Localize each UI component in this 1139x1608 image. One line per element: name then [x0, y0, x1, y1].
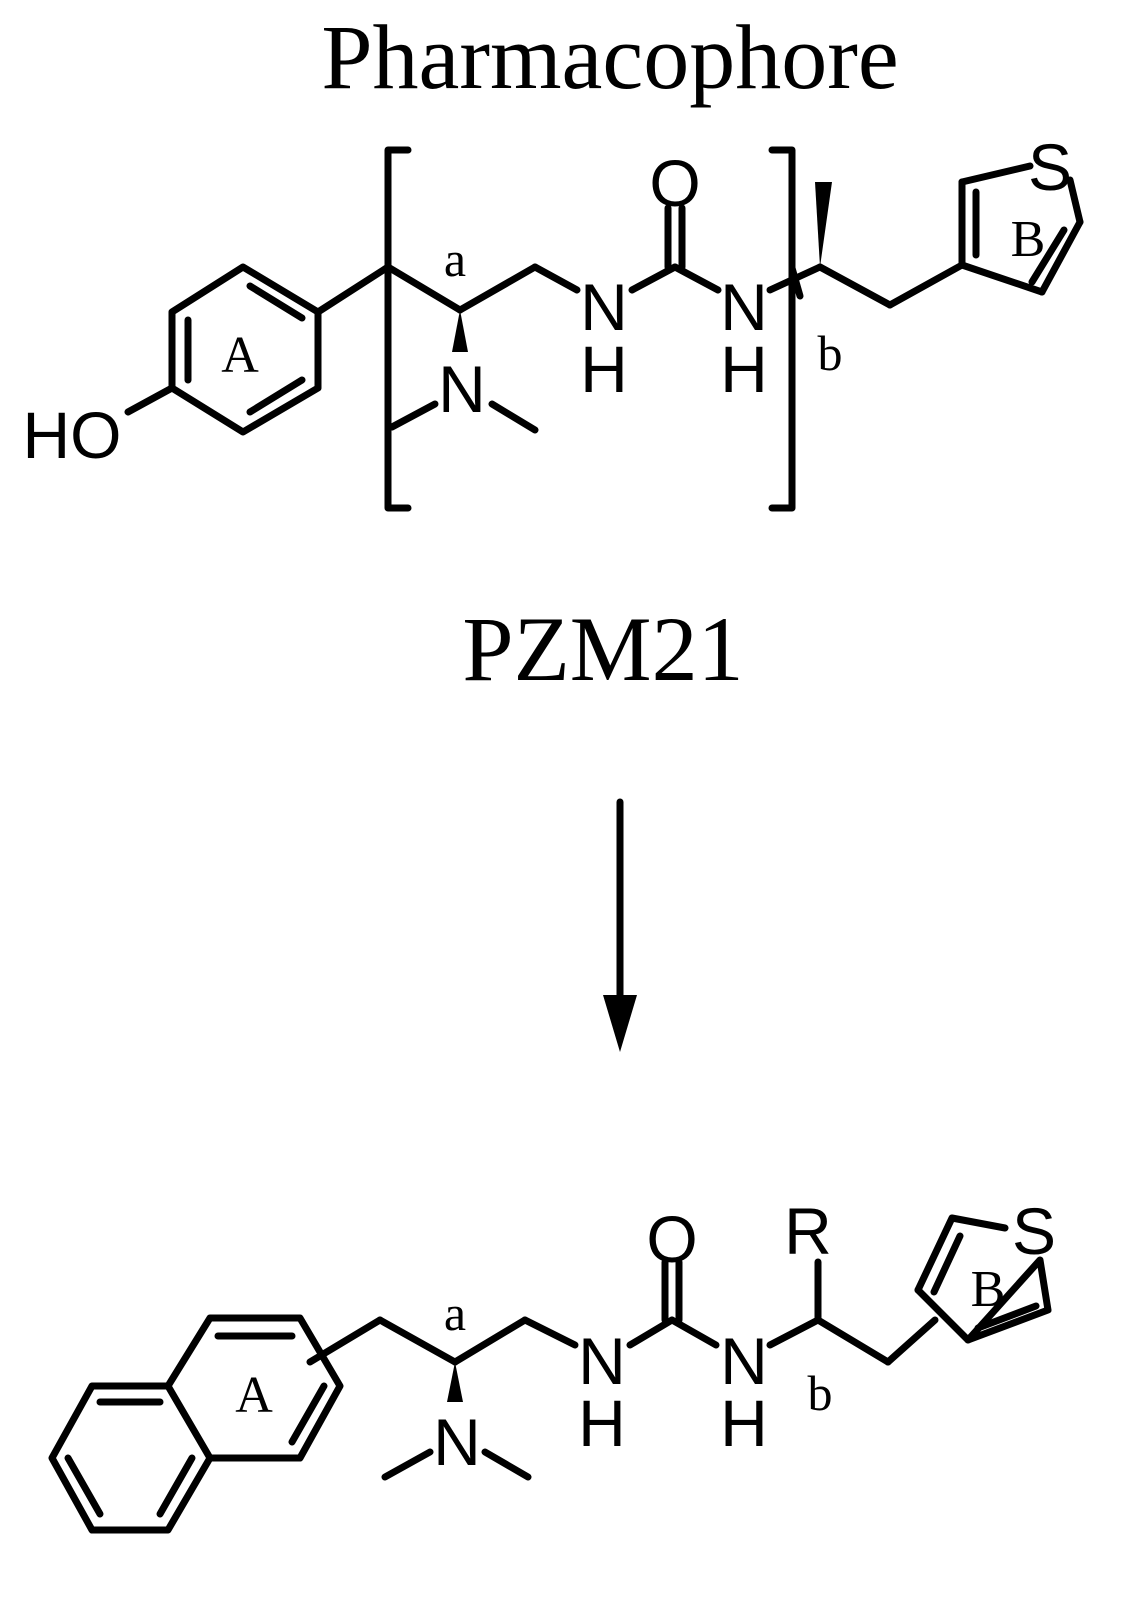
- ring-a-label-product: A: [235, 1367, 273, 1424]
- amide-n2-label-product: N: [720, 1324, 768, 1398]
- chain-bond-6: [886, 261, 966, 309]
- n-wedge: [452, 310, 468, 352]
- urea-bond-p2: [668, 1316, 720, 1349]
- carbonyl-o-label-product: O: [646, 1202, 697, 1276]
- amide-h1-label-product: H: [578, 1386, 626, 1460]
- n-wedge-product: [447, 1362, 463, 1402]
- n-methyl-2: [388, 400, 439, 431]
- n-methyl-p2: [481, 1448, 532, 1481]
- pzm21-structure: [124, 146, 1084, 512]
- locant-b-label: b: [818, 325, 843, 381]
- urea-bond-p1: [626, 1316, 676, 1349]
- amide-n1-label-product: N: [578, 1324, 626, 1398]
- product-structure: [48, 1214, 1052, 1534]
- chain-bond-p3: [451, 1316, 529, 1366]
- chain-bond-1: [384, 263, 464, 314]
- ring-b-bonds: [958, 162, 1084, 296]
- chain-bond-p2: [376, 1316, 459, 1366]
- amide-n2-label: N: [720, 270, 768, 344]
- n-methyl-1: [488, 400, 539, 434]
- left-bracket: [384, 146, 412, 512]
- locant-b-label-product: b: [808, 1365, 833, 1421]
- hydroxyl-label: HO: [23, 398, 122, 472]
- compound-name: PZM21: [462, 598, 743, 700]
- dimethylamino-n-label-product: N: [433, 1405, 481, 1479]
- oh-bond: [124, 384, 176, 416]
- chain-bond-p4: [521, 1316, 579, 1349]
- arrow-head: [603, 995, 637, 1052]
- chain-bond-p5: [766, 1316, 822, 1349]
- thiophene-s-label: S: [1028, 130, 1072, 204]
- chain-bond-5: [816, 263, 894, 309]
- locant-a-label: a: [444, 231, 466, 287]
- r-group-label: R: [784, 1194, 832, 1268]
- aryl-bond: [314, 263, 392, 316]
- chain-bond-p7: [884, 1316, 939, 1366]
- dimethylamino-n-label: N: [438, 352, 486, 426]
- amide-h2-label: H: [720, 332, 768, 406]
- ring-b-label: B: [1011, 211, 1046, 268]
- urea-bond-2: [671, 263, 722, 294]
- carbonyl-o-label: O: [649, 146, 700, 220]
- right-bracket: [768, 146, 796, 512]
- ring-b-label-product: B: [971, 1261, 1006, 1318]
- naphthalene-left-ring: [48, 1382, 214, 1534]
- chain-bond-2: [456, 263, 539, 314]
- urea-bond-1: [628, 263, 679, 294]
- chain-bond-p6: [814, 1316, 892, 1366]
- ring-b-bonds-product: [914, 1214, 1052, 1344]
- chain-bond-p1: [306, 1316, 384, 1366]
- amide-n1-label: N: [580, 270, 628, 344]
- locant-a-label-product: a: [444, 1285, 466, 1341]
- amide-h1-label: H: [580, 332, 628, 406]
- ring-a-label: A: [221, 327, 259, 384]
- chain-bond-3: [531, 263, 581, 294]
- methyl-wedge: [815, 182, 832, 267]
- amide-h2-label-product: H: [720, 1386, 768, 1460]
- n-methyl-p1: [381, 1448, 434, 1481]
- thiophene-s-label-product: S: [1012, 1194, 1056, 1268]
- pharmacophore-title: Pharmacophore: [321, 6, 898, 108]
